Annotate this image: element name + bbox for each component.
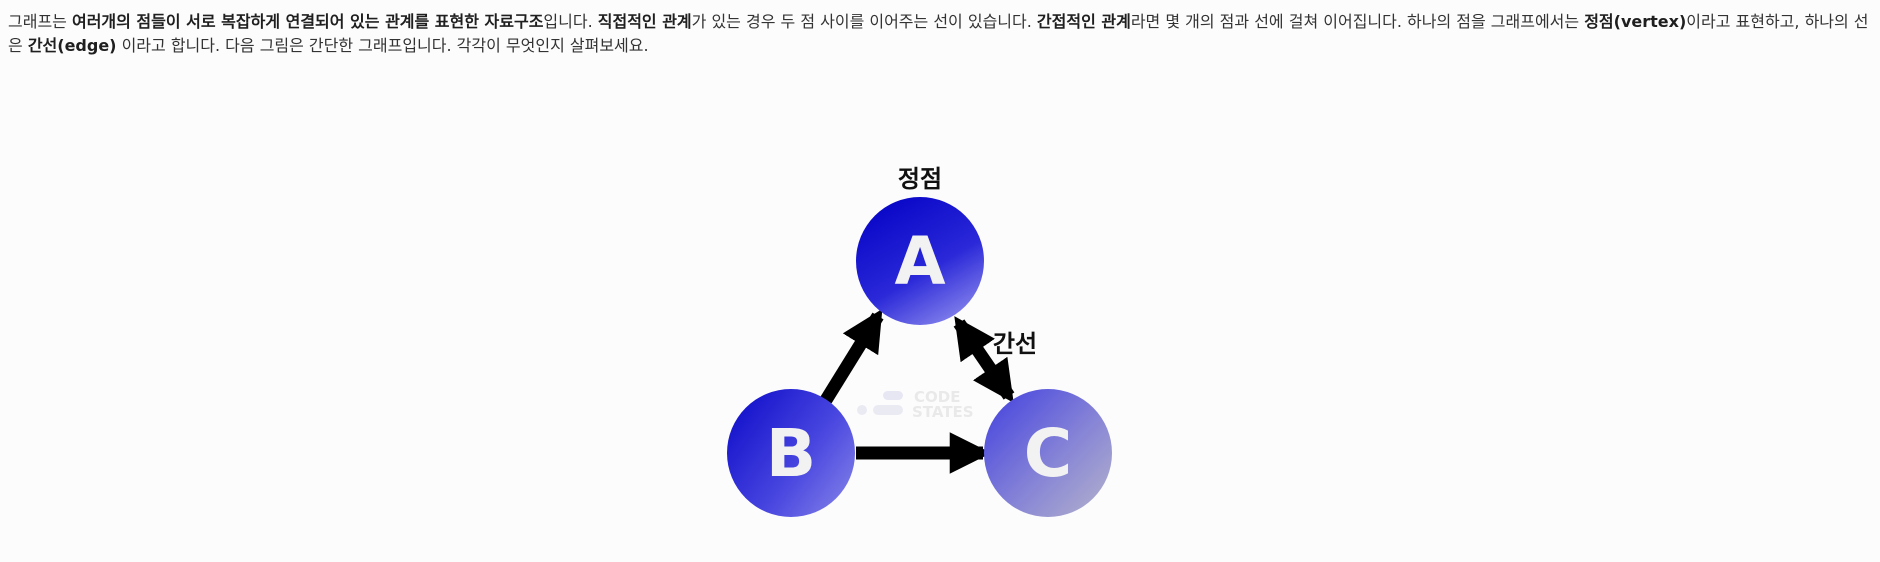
intro-text-1: 그래프는 [8,12,72,31]
watermark-text-line1: CODE [914,388,960,406]
edge-b-to-a [820,308,884,404]
node-b-label: B [766,415,816,492]
direct-relation-bold: 직접적인 관계 [597,12,692,31]
node-b: B [727,389,855,517]
node-a-circle [856,197,984,325]
watermark-logo: CODE STATES [857,388,974,421]
node-c: C [984,389,1112,517]
intro-text-5: 이라고 표현하고, 하나의 선은 [8,12,1869,55]
vertex-term-bold: 정점(vertex) [1584,12,1687,31]
watermark-pill-top [883,391,903,400]
graph-definition-bold: 여러개의 점들이 서로 복잡하게 연결되어 있는 관계를 표현한 자료구조 [71,12,544,31]
intro-paragraph: 그래프는 여러개의 점들이 서로 복잡하게 연결되어 있는 관계를 표현한 자료… [8,10,1872,58]
indirect-relation-bold: 간접적인 관계 [1036,12,1131,31]
intro-text-3: 가 있는 경우 두 점 사이를 이어주는 선이 있습니다. [691,12,1037,31]
node-b-circle [727,389,855,517]
watermark-text-line2: STATES [912,403,974,421]
node-a-label: A [894,223,945,300]
node-c-circle [984,389,1112,517]
watermark-dot [857,405,867,415]
node-c-label: C [1024,415,1072,492]
intro-text-2: 입니다. [543,12,598,31]
watermark-pill-bottom [873,405,903,415]
edge-term-bold: 간선(edge) [27,36,117,55]
edge-a-to-c [953,316,1015,403]
intro-text-6: 이라고 합니다. 다음 그림은 간단한 그래프입니다. 각각이 무엇인지 살펴보… [116,36,649,55]
vertex-caption: 정점 [898,165,942,193]
node-a: A [856,197,984,325]
intro-text-4: 라면 몇 개의 점과 선에 걸쳐 이어집니다. 하나의 점을 그래프에서는 [1130,12,1585,31]
edge-caption: 간선 [993,330,1037,358]
